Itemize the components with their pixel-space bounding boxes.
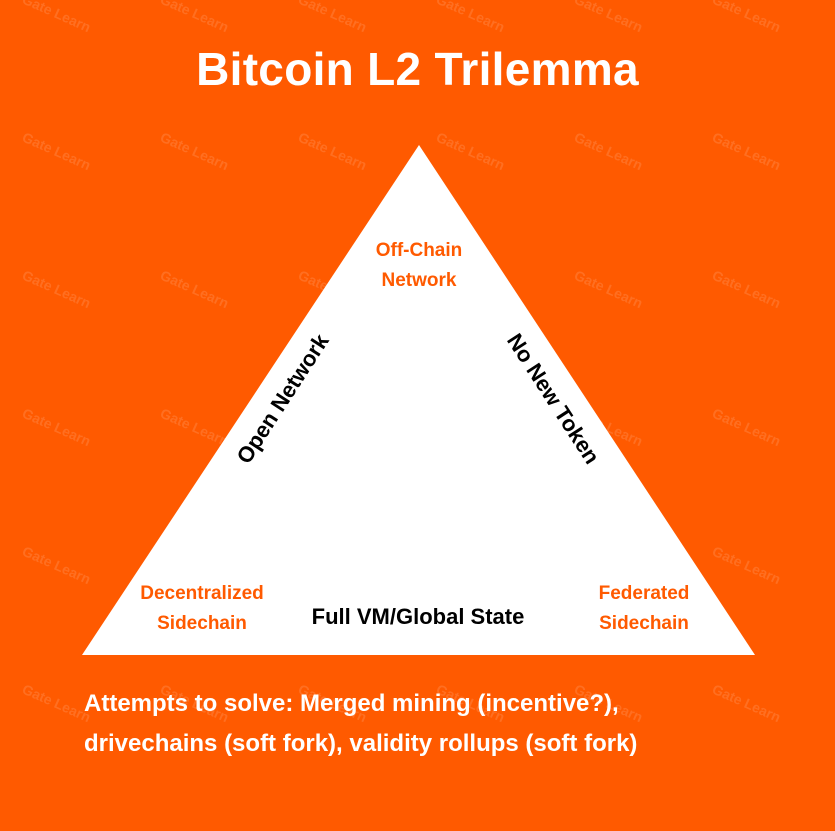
corner-top-label: Off-Chain Network [329, 236, 509, 296]
corner-bottom-right-line-1: Federated [598, 583, 690, 604]
corner-bottom-left-line-2: Sidechain [157, 613, 247, 634]
corner-bottom-left-label: Decentralized Sidechain [112, 579, 292, 639]
corner-bottom-right-label: Federated Sidechain [554, 579, 734, 639]
footer-line-2: drivechains (soft fork), validity rollup… [84, 730, 638, 757]
side-bottom-label: Full VM/Global State [311, 604, 525, 629]
footer-line-1: Attempts to solve: Merged mining (incent… [84, 690, 619, 717]
page-title: Bitcoin L2 Trilemma [196, 43, 639, 95]
corner-top-line-1: Off-Chain [375, 240, 463, 261]
corner-bottom-right-line-2: Sidechain [599, 613, 689, 634]
footer-text: Attempts to solve: Merged mining (incent… [84, 684, 804, 764]
corner-top-line-2: Network [381, 270, 457, 291]
corner-bottom-left-line-1: Decentralized [140, 583, 264, 604]
